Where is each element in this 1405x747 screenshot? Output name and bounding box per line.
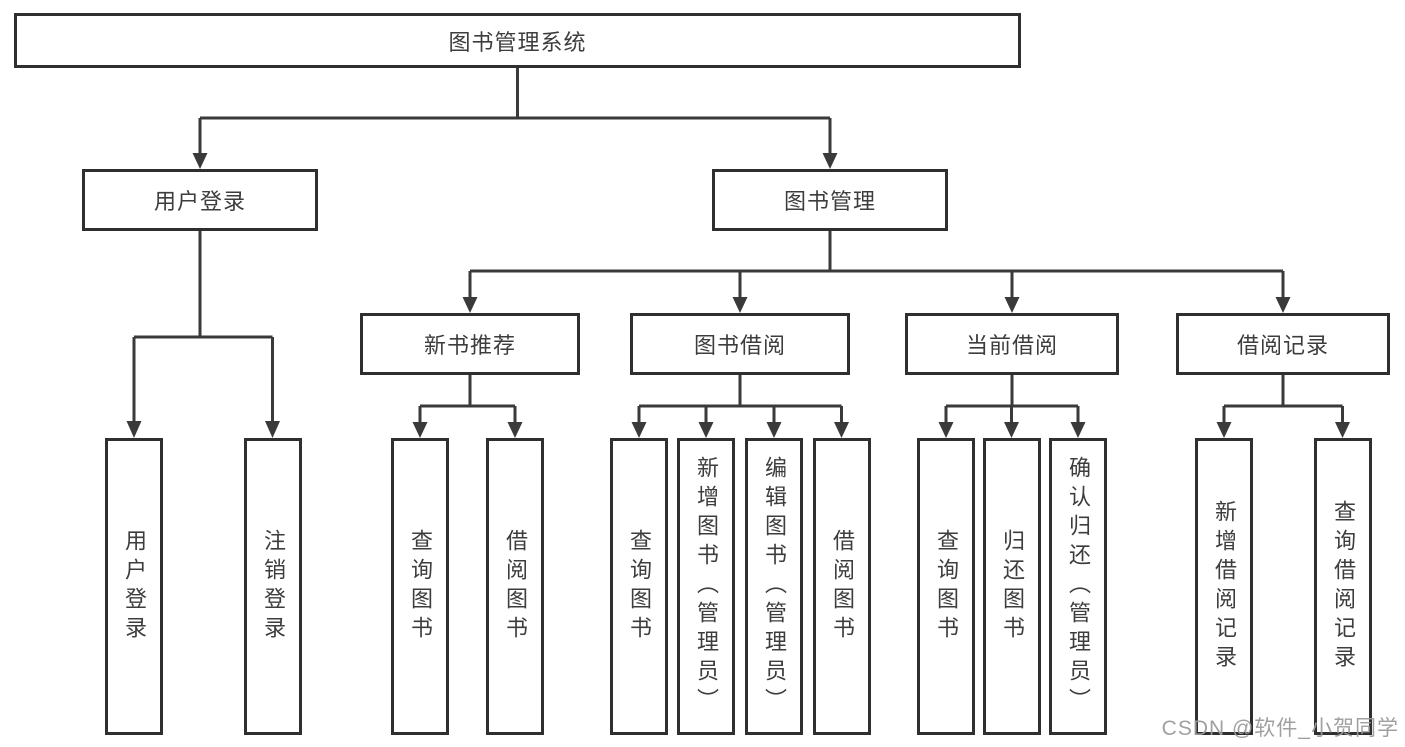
node-user-login-group: 用户登录 [82,169,318,231]
node-leaf-return-book: 归还图书 [983,438,1041,735]
arrow-head [1004,422,1019,438]
connector-root-to-level2 [198,68,832,153]
node-borrow-records: 借阅记录 [1176,313,1390,375]
node-label: 查询借阅记录 [1331,499,1356,674]
connector-bookborrow-to-leaves [637,375,843,422]
node-label: 新增图书（管理员） [694,456,719,717]
arrow-head [698,422,714,438]
node-label: 图书借阅 [693,333,786,358]
arrow-head [1070,422,1086,438]
node-label: 图书管理系统 [448,29,587,55]
arrow-head [1275,297,1291,313]
node-leaf-query-book-2: 查询图书 [610,438,668,735]
node-leaf-query-book-1: 查询图书 [391,438,449,735]
node-label: 借阅记录 [1236,333,1329,358]
node-label: 查询图书 [408,528,433,645]
arrow-head [732,297,748,313]
node-leaf-add-borrow-record: 新增借阅记录 [1195,438,1253,735]
node-label: 新书推荐 [423,333,516,358]
node-label: 编辑图书（管理员） [762,456,787,717]
arrow-head [507,422,523,438]
arrow-head [462,297,478,313]
arrow-head [412,422,428,438]
arrow-head [938,422,954,438]
node-leaf-user-login: 用户登录 [105,438,163,735]
arrow-head [631,422,647,438]
node-leaf-confirm-return: 确认归还（管理员） [1049,438,1107,735]
node-label: 归还图书 [1000,528,1025,645]
node-label: 借阅图书 [503,528,528,645]
node-label: 用户登录 [153,189,246,214]
node-leaf-add-book: 新增图书（管理员） [677,438,735,735]
node-book-management: 图书管理 [712,169,948,231]
node-label: 确认归还（管理员） [1066,456,1091,717]
node-label: 图书管理 [783,189,876,214]
arrow-head [1004,297,1020,313]
node-leaf-borrow-book-2: 借阅图书 [813,438,871,735]
csdn-watermark: CSDN @软件_小贺同学 [1161,717,1399,740]
node-leaf-query-book-3: 查询图书 [917,438,975,735]
arrow-head [265,421,280,438]
node-label: 查询图书 [627,528,652,645]
node-leaf-query-borrow-record: 查询借阅记录 [1314,438,1372,735]
arrow-head [126,421,142,438]
arrow-head [766,422,782,438]
arrow-head [192,153,208,169]
connector-records-to-leaves [1222,375,1344,422]
node-label: 借阅图书 [830,528,855,645]
node-label: 当前借阅 [965,333,1058,358]
connector-userlogin-to-leaves [132,231,274,421]
arrow-head [1335,422,1350,438]
connector-newbook-to-leaves [418,375,517,422]
node-new-book-recommend: 新书推荐 [360,313,580,375]
node-label: 注销登录 [261,528,286,645]
node-label: 新增借阅记录 [1212,499,1237,674]
arrow-head [1216,422,1232,438]
node-leaf-logout: 注销登录 [244,438,302,735]
node-label: 查询图书 [934,528,959,645]
arrow-head [822,153,838,169]
node-book-borrow: 图书借阅 [630,313,850,375]
node-leaf-edit-book: 编辑图书（管理员） [745,438,803,735]
connector-currentborrow-to-leaves [944,375,1080,422]
arrow-head [834,422,849,438]
connector-bookmgmt-to-level3 [468,231,1285,297]
node-label: 用户登录 [122,528,147,645]
node-leaf-borrow-book-1: 借阅图书 [486,438,544,735]
node-root-system: 图书管理系统 [14,13,1021,68]
node-current-borrow: 当前借阅 [905,313,1119,375]
